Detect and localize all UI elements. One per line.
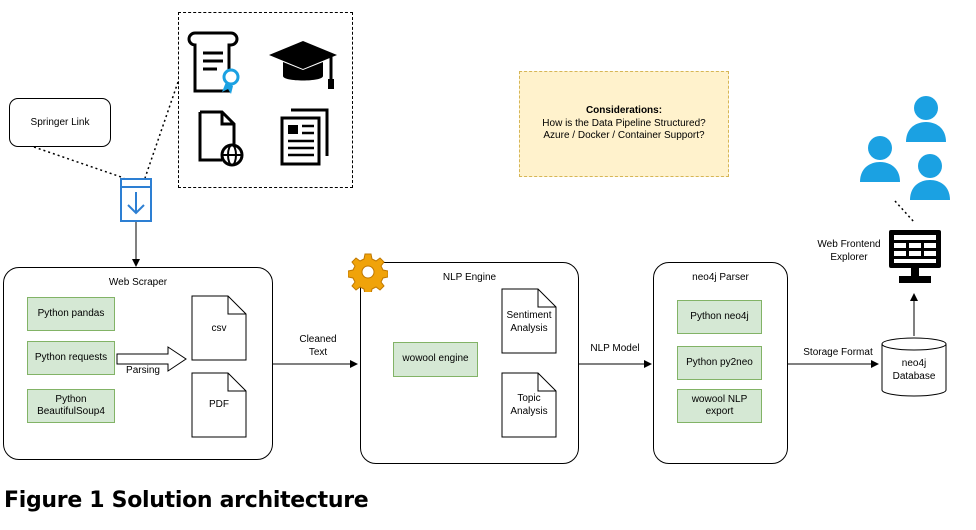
download-icon xyxy=(120,178,152,222)
sentiment-analysis-label: Sentiment Analysis xyxy=(506,310,552,334)
topic-analysis-label: Topic Analysis xyxy=(510,393,548,417)
dotted-link-assets xyxy=(144,81,179,179)
module-wowool-nlp-export: wowool NLP export xyxy=(677,389,762,423)
users-icon xyxy=(860,96,950,200)
dotted-link-source xyxy=(33,146,125,179)
documents-icon xyxy=(280,108,329,166)
considerations-note: Considerations: How is the Data Pipeline… xyxy=(519,71,729,177)
certificate-icon xyxy=(187,31,240,94)
considerations-heading: Considerations: xyxy=(585,105,663,117)
module-python-beautifulsoup4: Python BeautifulSoup4 xyxy=(27,389,115,423)
module-wowool-engine: wowool engine xyxy=(393,342,478,377)
monitor-icon xyxy=(889,230,941,283)
figure-caption: Figure 1 Solution architecture xyxy=(4,488,369,513)
parsing-arrow xyxy=(116,346,187,372)
csv-file-icon xyxy=(191,295,247,361)
pdf-file-label: PDF xyxy=(209,399,229,410)
web-document-icon xyxy=(198,110,244,167)
considerations-line-1: How is the Data Pipeline Structured? xyxy=(542,117,706,129)
dotted-link-users xyxy=(894,200,915,223)
considerations-line-2: Azure / Docker / Container Support? xyxy=(543,130,705,142)
storage-format-label: Storage Format xyxy=(803,347,873,358)
pdf-file-icon xyxy=(191,372,247,438)
topic-doc-icon xyxy=(501,372,557,438)
nlp-engine-title: NLP Engine xyxy=(442,272,497,283)
cleaned-text-label: Cleaned Text xyxy=(299,334,337,358)
csv-file-label: csv xyxy=(211,323,227,334)
module-python-requests: Python requests xyxy=(27,341,115,375)
module-python-neo4j: Python neo4j xyxy=(677,300,762,334)
nlp-model-label: NLP Model xyxy=(590,343,640,354)
database-label: neo4j Database xyxy=(892,358,936,382)
frontend-label: Web Frontend Explorer xyxy=(817,239,881,263)
parsing-label: Parsing xyxy=(126,365,160,376)
assets-group xyxy=(178,12,353,188)
web-scraper-title: Web Scraper xyxy=(108,277,168,288)
sentiment-doc-icon xyxy=(501,288,557,354)
module-python-py2neo: Python py2neo xyxy=(677,346,762,380)
database-cylinder xyxy=(881,337,947,397)
neo4j-parser-title: neo4j Parser xyxy=(692,272,749,283)
springer-link-label: Springer Link xyxy=(30,117,90,128)
module-python-pandas: Python pandas xyxy=(27,297,115,331)
gear-icon xyxy=(348,253,388,292)
springer-link-box: Springer Link xyxy=(9,98,111,147)
graduation-cap-icon xyxy=(269,41,337,89)
